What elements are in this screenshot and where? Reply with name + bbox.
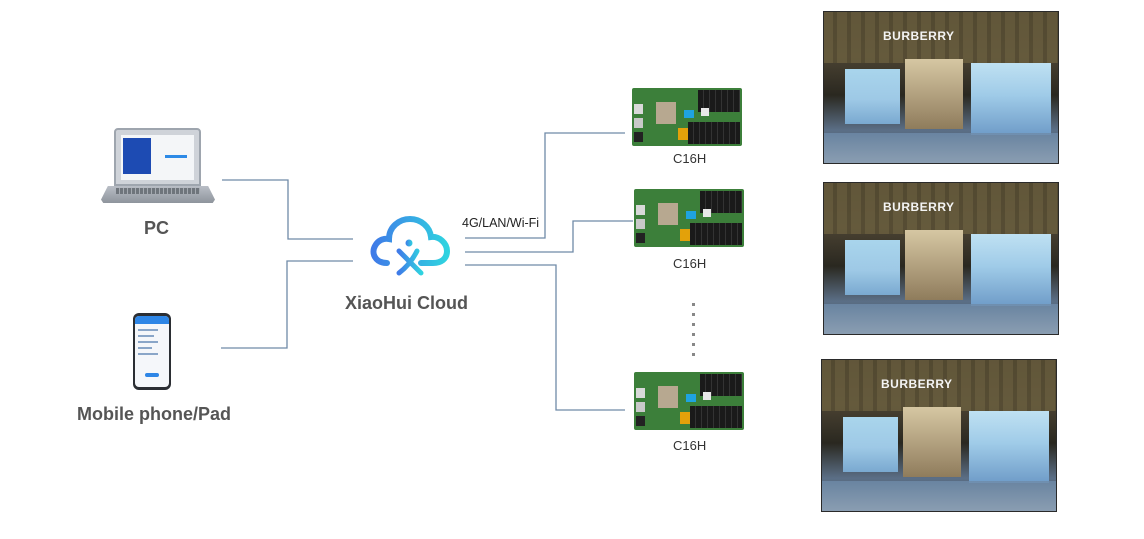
store-led-display-photo: BURBERRY xyxy=(821,359,1057,512)
connector-pc-cloud xyxy=(222,179,353,240)
connector-mobile-cloud xyxy=(221,260,353,349)
controller-board-icon xyxy=(632,88,742,146)
store-sign: BURBERRY xyxy=(883,29,955,43)
controller-label: C16H xyxy=(673,151,707,166)
cloud-logo-icon xyxy=(369,213,451,282)
controller-label: C16H xyxy=(673,256,707,271)
mobile-label: Mobile phone/Pad xyxy=(77,404,232,424)
controller-board-icon xyxy=(634,189,744,247)
store-sign: BURBERRY xyxy=(883,200,955,214)
vertical-ellipsis-icon xyxy=(692,303,695,363)
controller-label: C16H xyxy=(673,438,707,453)
laptop-keyboard xyxy=(116,188,200,194)
store-sign: BURBERRY xyxy=(881,377,953,391)
controller-board-icon xyxy=(634,372,744,430)
smartphone-icon xyxy=(133,313,171,390)
cloud-label: XiaoHui Cloud xyxy=(345,293,468,313)
store-led-display-photo: BURBERRY xyxy=(823,182,1059,335)
connector-cloud-controller-2 xyxy=(465,220,633,253)
connector-cloud-controller-1 xyxy=(465,132,625,239)
connector-cloud-controller-3 xyxy=(465,264,625,411)
connection-type-label: 4G/LAN/Wi-Fi xyxy=(462,216,540,230)
laptop-icon xyxy=(114,128,201,186)
pc-label: PC xyxy=(144,218,170,238)
store-led-display-photo: BURBERRY xyxy=(823,11,1059,164)
